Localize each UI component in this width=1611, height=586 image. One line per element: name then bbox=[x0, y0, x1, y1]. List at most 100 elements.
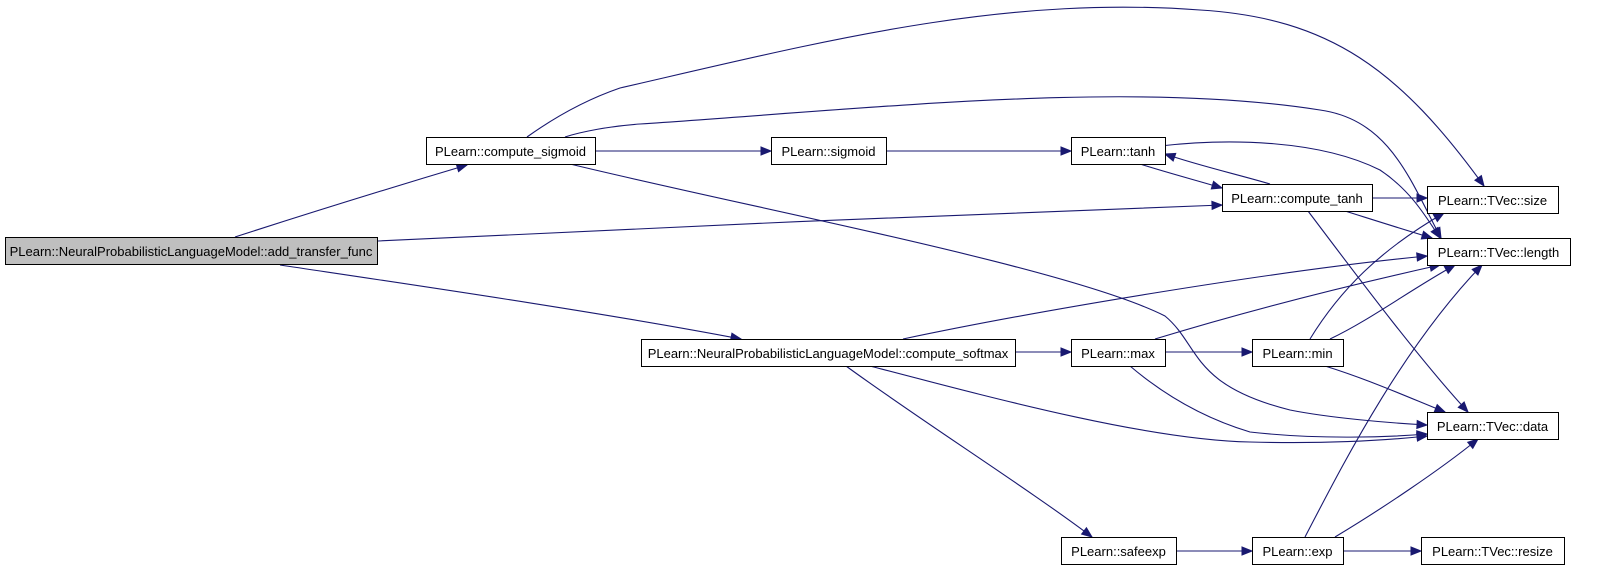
arrowhead bbox=[1466, 438, 1480, 450]
arrowhead bbox=[455, 163, 469, 173]
node-box[interactable] bbox=[1421, 537, 1565, 565]
arrowhead bbox=[1416, 430, 1429, 440]
edge-sigmoid-to-tanh bbox=[886, 146, 1073, 156]
arrowhead bbox=[1060, 146, 1073, 156]
arrowhead bbox=[1416, 252, 1429, 262]
node-exp[interactable]: PLearn::exp bbox=[1252, 537, 1344, 565]
node-label: PLearn::exp bbox=[1262, 544, 1332, 559]
node-box[interactable] bbox=[5, 237, 378, 265]
node-box[interactable] bbox=[1061, 537, 1177, 565]
arrowhead bbox=[1241, 347, 1254, 357]
node-tvec-resize[interactable]: PLearn::TVec::resize bbox=[1421, 537, 1565, 565]
nodes-layer: PLearn::NeuralProbabilisticLanguageModel… bbox=[5, 137, 1571, 565]
edge-line bbox=[564, 96, 1442, 239]
node-safeexp[interactable]: PLearn::safeexp bbox=[1061, 537, 1177, 565]
arrowhead bbox=[1430, 226, 1441, 240]
edge-safeexp-to-exp bbox=[1176, 546, 1254, 556]
arrowhead bbox=[1433, 403, 1447, 413]
node-label: PLearn::max bbox=[1081, 346, 1155, 361]
node-min[interactable]: PLearn::min bbox=[1252, 339, 1344, 367]
node-label: PLearn::TVec::size bbox=[1438, 193, 1547, 208]
arrowhead bbox=[1420, 230, 1434, 240]
node-box[interactable] bbox=[1252, 339, 1344, 367]
edge-line bbox=[1344, 210, 1433, 239]
node-compute-tanh[interactable]: PLearn::compute_tanh bbox=[1222, 184, 1373, 212]
edge-compute_tanh-to-tvec_data bbox=[1307, 210, 1469, 413]
edge-min-to-tvec_data bbox=[1324, 365, 1447, 413]
arrowhead bbox=[1241, 546, 1254, 556]
arrowhead bbox=[1060, 347, 1073, 357]
edge-compute_sigmoid-to-sigmoid bbox=[595, 146, 773, 156]
node-label: PLearn::TVec::data bbox=[1437, 419, 1549, 434]
edges-layer bbox=[234, 6, 1485, 556]
arrowhead bbox=[1080, 526, 1094, 538]
arrowhead bbox=[1416, 193, 1429, 203]
arrowhead bbox=[1163, 152, 1177, 162]
node-box[interactable] bbox=[1427, 186, 1559, 214]
edge-add_transfer_func-to-compute_sigmoid bbox=[234, 163, 469, 238]
arrowhead bbox=[1474, 174, 1485, 188]
edge-line bbox=[902, 255, 1428, 340]
arrowhead bbox=[1210, 180, 1224, 190]
arrowhead bbox=[1457, 401, 1469, 413]
node-box[interactable] bbox=[1071, 339, 1166, 367]
node-compute-softmax[interactable]: PLearn::NeuralProbabilisticLanguageModel… bbox=[641, 339, 1016, 367]
node-box[interactable] bbox=[426, 137, 596, 165]
node-label: PLearn::compute_sigmoid bbox=[435, 144, 586, 159]
arrowhead bbox=[760, 146, 773, 156]
edge-compute_sigmoid-to-tvec_data bbox=[569, 163, 1429, 430]
arrowhead bbox=[1443, 264, 1457, 275]
arrowhead bbox=[1416, 419, 1429, 430]
edge-exp-to-tvec_data bbox=[1334, 438, 1480, 538]
edge-line bbox=[1159, 141, 1441, 239]
node-label: PLearn::safeexp bbox=[1071, 544, 1166, 559]
edge-compute_softmax-to-safeexp bbox=[845, 365, 1094, 538]
edge-compute_tanh-to-tvec_length bbox=[1344, 210, 1434, 240]
node-tvec-length[interactable]: PLearn::TVec::length bbox=[1427, 238, 1571, 266]
node-max[interactable]: PLearn::max bbox=[1071, 339, 1166, 367]
edge-tanh-to-tvec_length bbox=[1159, 141, 1441, 240]
edge-compute_sigmoid-to-tvec_length bbox=[564, 96, 1442, 240]
node-label: PLearn::sigmoid bbox=[782, 144, 876, 159]
edge-tanh-to-compute_tanh bbox=[1139, 163, 1224, 190]
edge-exp-to-tvec_resize bbox=[1343, 546, 1423, 556]
node-add-transfer-func[interactable]: PLearn::NeuralProbabilisticLanguageModel… bbox=[5, 237, 378, 265]
edge-compute_softmax-to-max bbox=[1015, 347, 1073, 357]
edge-max-to-min bbox=[1165, 347, 1254, 357]
edge-max-to-tvec_data bbox=[1129, 365, 1429, 440]
edge-add_transfer_func-to-compute_tanh bbox=[377, 200, 1224, 242]
node-box[interactable] bbox=[1071, 137, 1166, 165]
edge-add_transfer_func-to-compute_softmax bbox=[279, 264, 743, 342]
edge-line bbox=[526, 6, 1485, 187]
edge-line bbox=[1154, 264, 1441, 340]
edge-compute_softmax-to-tvec_length bbox=[902, 252, 1429, 340]
arrowhead bbox=[1432, 212, 1446, 223]
node-box[interactable] bbox=[641, 339, 1016, 367]
edge-line bbox=[1334, 438, 1479, 538]
node-compute-sigmoid[interactable]: PLearn::compute_sigmoid bbox=[426, 137, 596, 165]
edge-exp-to-tvec_length bbox=[1304, 264, 1483, 538]
node-box[interactable] bbox=[1427, 412, 1559, 440]
edge-line bbox=[845, 365, 1093, 538]
edge-compute_tanh-to-tanh bbox=[1163, 152, 1271, 185]
node-box[interactable] bbox=[1222, 184, 1373, 212]
edge-line bbox=[869, 365, 1428, 444]
edge-line bbox=[1324, 365, 1446, 413]
edge-line bbox=[1304, 264, 1483, 538]
node-box[interactable] bbox=[771, 137, 887, 165]
node-sigmoid[interactable]: PLearn::sigmoid bbox=[771, 137, 887, 165]
node-label: PLearn::TVec::length bbox=[1438, 245, 1559, 260]
node-box[interactable] bbox=[1427, 238, 1571, 266]
node-tvec-size[interactable]: PLearn::TVec::size bbox=[1427, 186, 1559, 214]
node-box[interactable] bbox=[1252, 537, 1344, 565]
edge-line bbox=[377, 204, 1223, 242]
node-label: PLearn::compute_tanh bbox=[1231, 191, 1363, 206]
edge-line bbox=[234, 164, 468, 238]
node-label: PLearn::min bbox=[1262, 346, 1332, 361]
node-tanh[interactable]: PLearn::tanh bbox=[1071, 137, 1166, 165]
edge-compute_sigmoid-to-tvec_size bbox=[526, 6, 1485, 188]
edge-line bbox=[1129, 365, 1428, 438]
node-label: PLearn::NeuralProbabilisticLanguageModel… bbox=[10, 244, 373, 259]
node-label: PLearn::NeuralProbabilisticLanguageModel… bbox=[648, 346, 1009, 361]
node-tvec-data[interactable]: PLearn::TVec::data bbox=[1427, 412, 1559, 440]
